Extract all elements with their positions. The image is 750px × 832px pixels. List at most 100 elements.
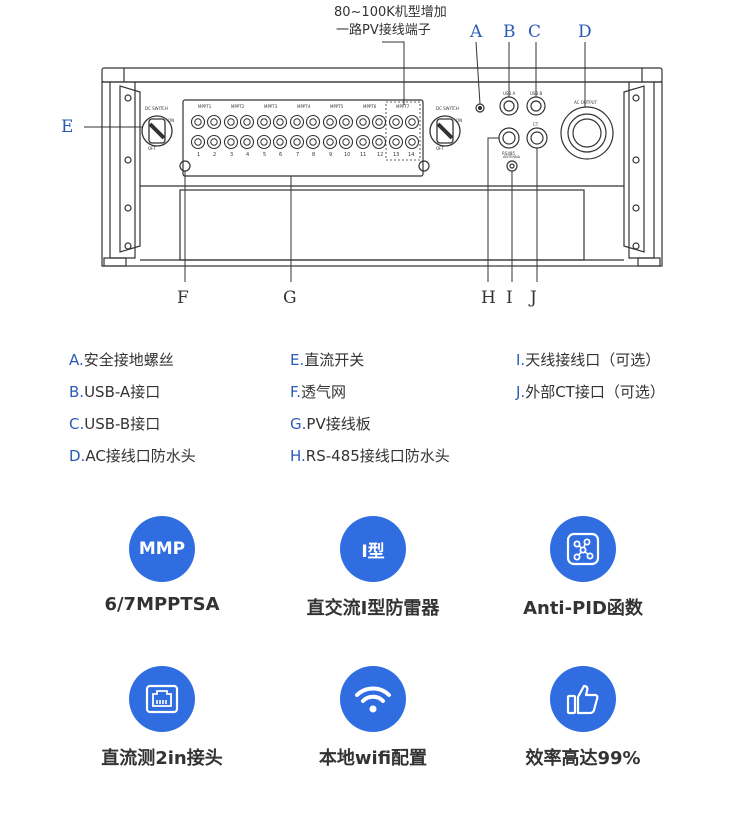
string-number: 8 <box>312 152 315 158</box>
ct-label: CT <box>533 122 539 127</box>
string-number: 12 <box>377 152 383 158</box>
mppt-label: MPPT6 <box>363 104 377 109</box>
pv-connector-core <box>227 118 235 126</box>
leader-lines <box>84 41 586 282</box>
pv-connector-core <box>227 138 235 146</box>
pv-connector-core <box>293 138 301 146</box>
legend-text: PV接线板 <box>306 415 371 433</box>
legend-item-e: E.直流开关 <box>290 346 450 378</box>
pv-connector <box>305 114 321 130</box>
mppt-labels: MPPT1 MPPT2 MPPT3 MPPT4 MPPT5 MPPT6 MPPT… <box>198 104 410 109</box>
pv-terminals <box>190 114 420 150</box>
pv-connector <box>223 114 239 130</box>
pv-connector <box>206 134 222 150</box>
legend-key: J. <box>516 383 526 401</box>
rs485-gland <box>498 127 520 149</box>
feature-label: Anti-PID函数 <box>523 598 643 619</box>
pv-connector <box>338 114 354 130</box>
pv-connector-core <box>408 118 416 126</box>
legend-item-f: F.透气网 <box>290 378 450 410</box>
legend-item-c: C.USB-B接口 <box>69 410 196 442</box>
feature-label: 本地wifi配置 <box>318 748 428 769</box>
pv-connector <box>239 134 255 150</box>
string-number: 13 <box>393 152 399 158</box>
pv-connector-core <box>194 118 202 126</box>
callout-c: C <box>528 22 541 42</box>
pv-connector-core <box>276 138 284 146</box>
legend-column-1: A.安全接地螺丝 B.USB-A接口 C.USB-B接口 D.AC接线口防水头 <box>69 346 196 474</box>
pv-connector <box>404 114 420 130</box>
pv-connector-core <box>359 138 367 146</box>
legend-key: I. <box>516 351 526 369</box>
pv-connector-core <box>392 118 400 126</box>
legend-key: A. <box>69 351 84 369</box>
string-number: 4 <box>246 152 249 158</box>
type-i-icon-text: I型 <box>361 541 385 562</box>
feature-label: 6/7MPPTSA <box>104 594 220 615</box>
pv-connector-core <box>375 118 383 126</box>
pv-connector <box>289 134 305 150</box>
pv-connector-core <box>276 118 284 126</box>
pv-connector-core <box>243 138 251 146</box>
pv-connector <box>190 114 206 130</box>
pv-connector <box>404 134 420 150</box>
legend-item-j: J.外部CT接口（可选） <box>516 378 665 410</box>
usb-a-port <box>499 96 519 116</box>
callout-a: A <box>469 22 483 42</box>
feature-mppt: MMP 6/7MPPTSA <box>42 516 282 615</box>
pv-connector-core <box>326 138 334 146</box>
legend-key: H. <box>290 447 306 465</box>
dc-switch-off-right: OFF <box>436 146 444 151</box>
pv-connector-core <box>260 138 268 146</box>
pv-connector <box>371 134 387 150</box>
mppt7-dashed-box <box>385 101 421 161</box>
legend-text: 直流开关 <box>304 351 365 369</box>
mppt-label: MPPT5 <box>330 104 344 109</box>
feature-anti-pid: Anti-PID函数 <box>463 516 703 620</box>
string-number: 2 <box>213 152 216 158</box>
feature-label: 直交流I型防雷器 <box>306 598 440 619</box>
pv-connector <box>239 114 255 130</box>
pv-connector-core <box>408 138 416 146</box>
callout-g: G <box>283 288 297 308</box>
legend-item-d: D.AC接线口防水头 <box>69 442 196 474</box>
legend-column-2: E.直流开关 F.透气网 G.PV接线板 H.RS-485接线口防水头 <box>290 346 450 474</box>
pv-connector-core <box>210 138 218 146</box>
feature-label: 效率高达99% <box>525 748 641 769</box>
legend-key: G. <box>290 415 307 433</box>
string-number: 9 <box>329 152 332 158</box>
callout-d: D <box>578 22 592 42</box>
feature-efficiency: 效率高达99% <box>463 666 703 770</box>
pv-connector-core <box>392 138 400 146</box>
pv-connector-core <box>260 118 268 126</box>
legend-item-g: G.PV接线板 <box>290 410 450 442</box>
pv-connector <box>206 114 222 130</box>
pv-connector-core <box>293 118 301 126</box>
pv-connector <box>338 134 354 150</box>
pv-connector <box>223 134 239 150</box>
pv-connector-core <box>309 138 317 146</box>
legend-text: USB-B接口 <box>84 415 161 433</box>
legend-column-3: I.天线接线口（可选） J.外部CT接口（可选） <box>516 346 665 410</box>
string-numbers: 1 2 3 4 5 6 7 8 9 10 11 12 13 14 <box>197 152 414 158</box>
dc-switch-label-right: DC SWITCH <box>436 106 459 111</box>
string-number: 6 <box>279 152 282 158</box>
string-number: 3 <box>230 152 233 158</box>
ac-output-label: AC OUTPUT <box>574 100 598 105</box>
callout-f: F <box>177 288 189 308</box>
rs485-label: RS485 <box>502 151 515 156</box>
dc-switch-on-right: ON <box>456 118 462 123</box>
inverter-body <box>101 67 663 267</box>
legend-text: 外部CT接口（可选） <box>525 383 665 401</box>
legend-item-h: H.RS-485接线口防水头 <box>290 442 450 474</box>
mmp-icon: MMP <box>129 516 195 582</box>
mmp-icon-text: MMP <box>138 539 186 559</box>
mppt-label: MPPT4 <box>297 104 311 109</box>
legend-text: 透气网 <box>301 383 347 401</box>
legend-text: USB-A接口 <box>84 383 161 401</box>
dc-switch-label-left: DC SWITCH <box>145 106 168 111</box>
legend-text: AC接线口防水头 <box>85 447 196 465</box>
pv-connector-core <box>326 118 334 126</box>
pv-connector <box>371 114 387 130</box>
dc-switch-on-left: ON <box>168 118 174 123</box>
